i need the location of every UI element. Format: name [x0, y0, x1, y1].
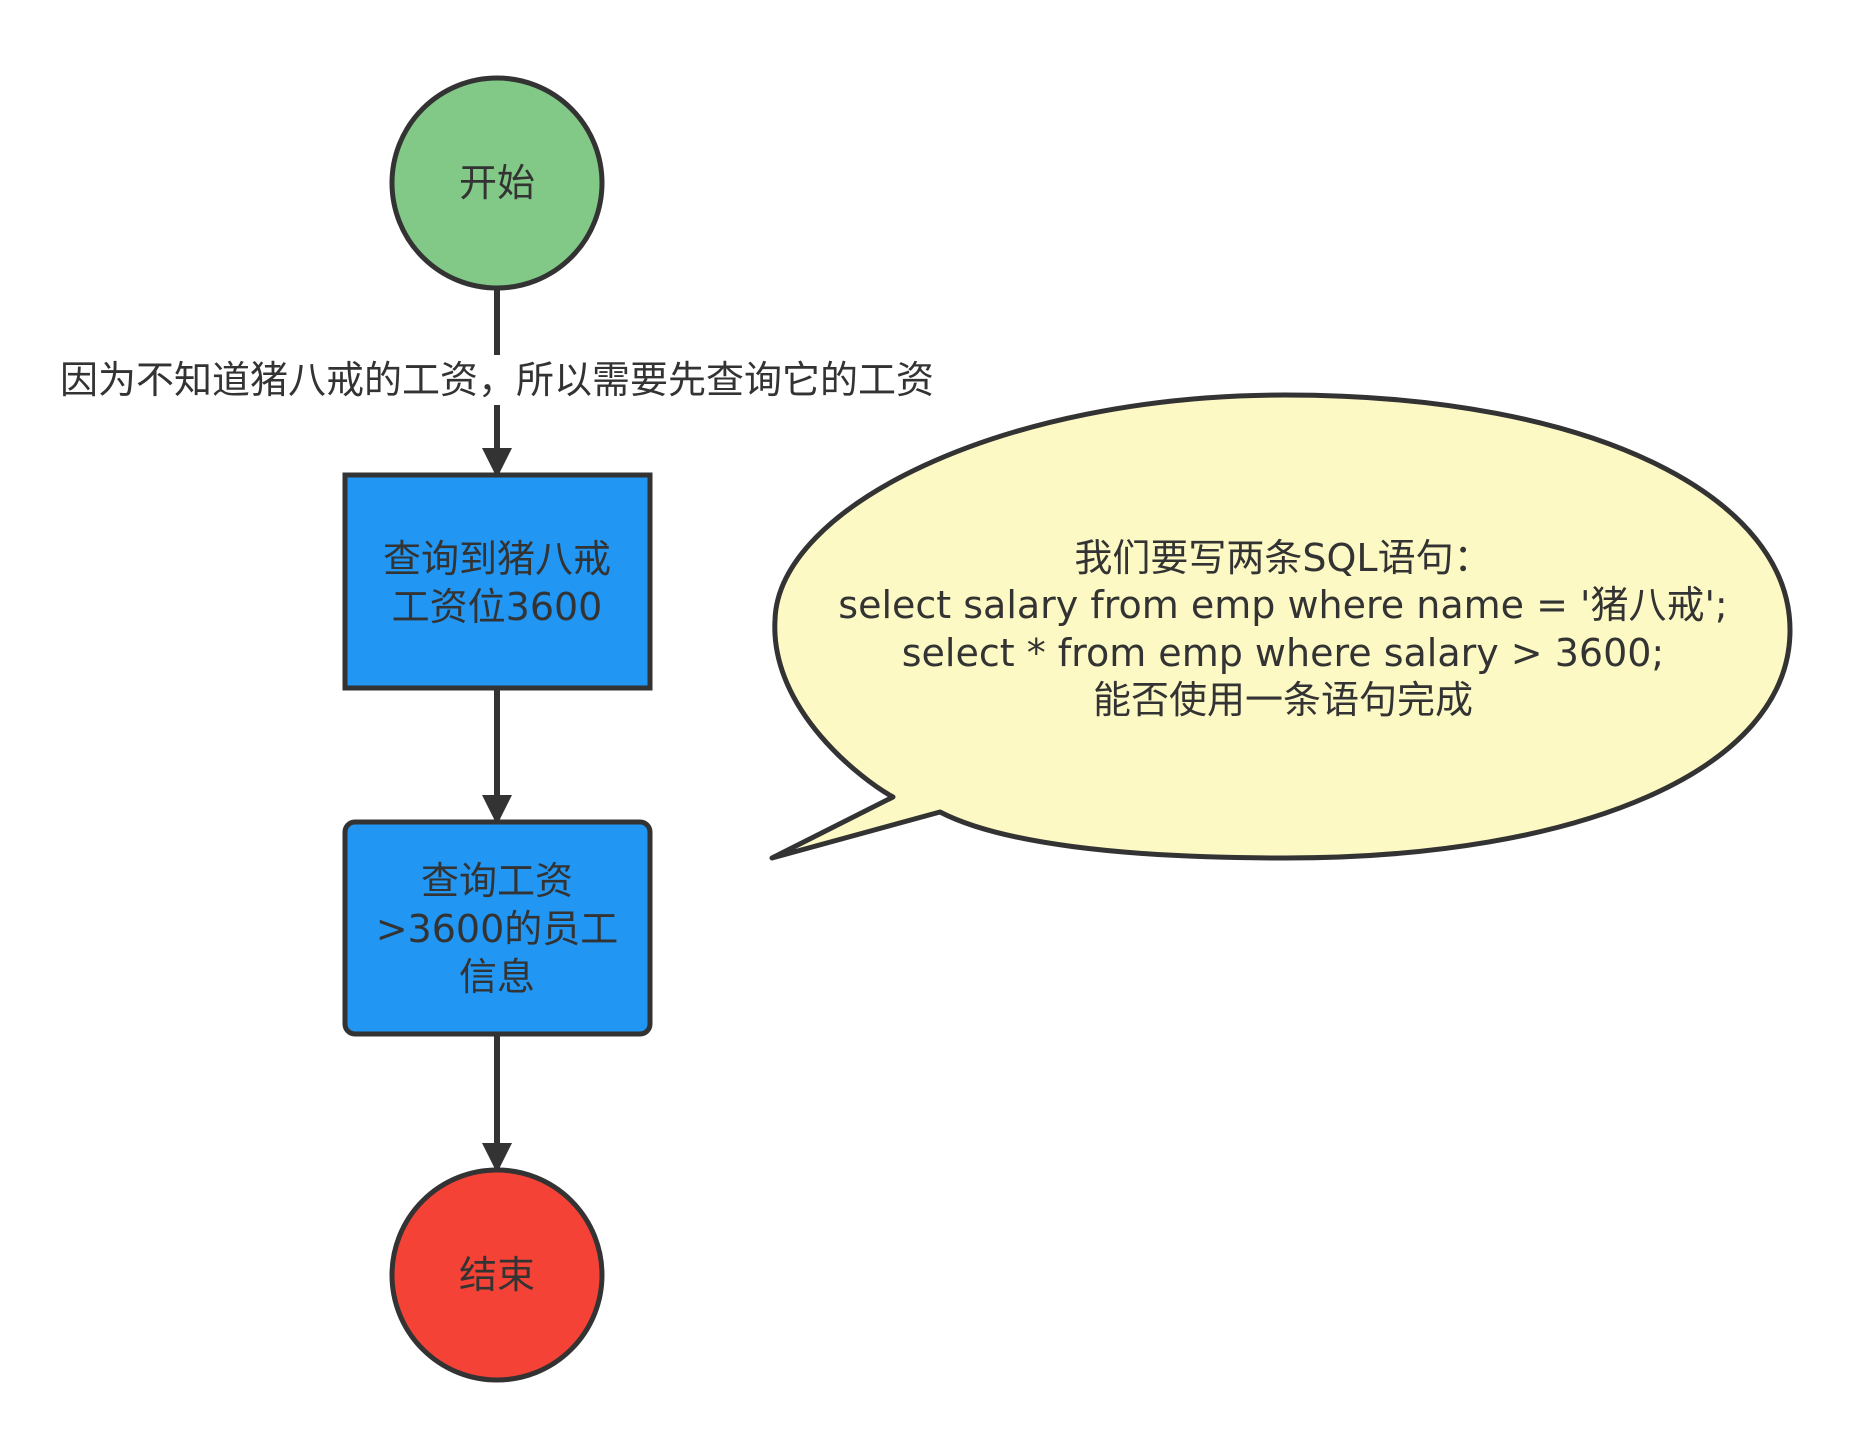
- start-node[interactable]: 开始: [389, 75, 605, 291]
- end-node-shape: [389, 1167, 605, 1383]
- process-node-query-employees-line-3: 信息: [459, 955, 535, 999]
- process-node-find-salary-shape: [342, 472, 653, 691]
- edge-label-background: [40, 355, 955, 405]
- callout-line-2: select salary from emp where name = '猪八戒…: [838, 583, 1727, 627]
- process-node-find-salary[interactable]: 查询到猪八戒 工资位3600: [342, 472, 653, 691]
- callout-bubble-shape: [769, 392, 1793, 861]
- process-node-find-salary-line-1: 查询到猪八戒: [383, 537, 611, 581]
- start-node-shape: [389, 75, 605, 291]
- end-node[interactable]: 结束: [389, 1167, 605, 1383]
- process-node-find-salary-line-2: 工资位3600: [392, 585, 603, 629]
- callout-line-4: 能否使用一条语句完成: [1093, 678, 1473, 722]
- process-node-query-employees-line-2: >3600的员工: [376, 907, 619, 951]
- callout-line-3: select * from emp where salary > 3600;: [902, 631, 1665, 675]
- end-node-label: 结束: [459, 1253, 535, 1297]
- callout-line-1: 我们要写两条SQL语句：: [1074, 536, 1491, 580]
- process-node-query-employees-line-1: 查询工资: [421, 859, 573, 903]
- start-node-label: 开始: [459, 161, 535, 205]
- edge-label: 因为不知道猪八戒的工资，所以需要先查询它的工资: [60, 358, 934, 402]
- process-node-query-employees-shape: [342, 819, 653, 1037]
- process-node-query-employees[interactable]: 查询工资 >3600的员工 信息: [342, 819, 653, 1037]
- callout-bubble[interactable]: 我们要写两条SQL语句： select salary from emp wher…: [769, 392, 1793, 861]
